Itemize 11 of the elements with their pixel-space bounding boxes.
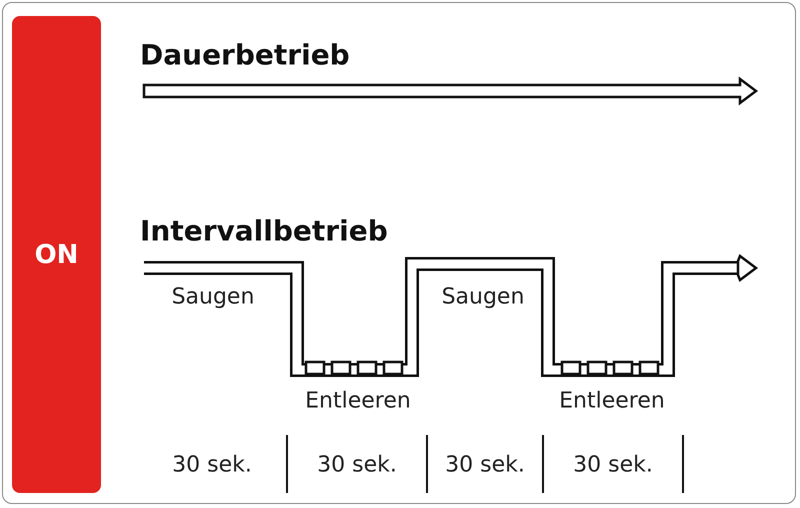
duration-label: 30 sek. <box>172 452 252 478</box>
phase-label: Entleeren <box>305 388 411 414</box>
status-bar: ON <box>12 16 101 493</box>
phase-label: Saugen <box>172 284 254 310</box>
duration-label: 30 sek. <box>573 452 653 478</box>
duration-label: 30 sek. <box>317 452 397 478</box>
duration-label: 30 sek. <box>445 452 525 478</box>
phase-label: Entleeren <box>559 388 665 414</box>
section-title: Intervallbetrieb <box>140 214 388 248</box>
section-title: Dauerbetrieb <box>140 38 350 72</box>
phase-label: Saugen <box>442 284 524 310</box>
